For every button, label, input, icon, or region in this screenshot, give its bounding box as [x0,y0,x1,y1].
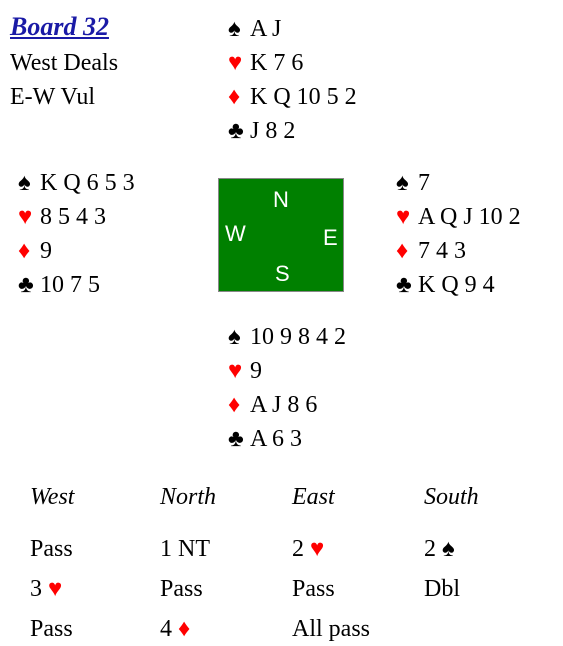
diamond-icon: ♦ [228,392,241,418]
heart-icon: ♥ [48,576,63,602]
diamond-icon: ♦ [18,238,31,264]
header-south: South [424,484,479,510]
bid-cell: Pass [30,536,73,562]
heart-icon: ♥ [228,358,243,384]
south-spades: ♠10 9 8 4 2 [228,320,346,354]
club-icon: ♣ [228,426,244,452]
east-diamonds: ♦7 4 3 [396,234,466,268]
compass-west: W [225,221,246,246]
bid-cell: Dbl [424,576,460,602]
north-diamonds: ♦K Q 10 5 2 [228,80,357,114]
west-clubs: ♣10 7 5 [18,268,100,302]
spade-icon: ♠ [442,536,455,562]
compass-south: S [275,261,290,286]
heart-icon: ♥ [228,50,243,76]
board-link[interactable]: Board 32 [10,12,109,41]
north-spades: ♠A J [228,12,281,46]
dealer-text: West Deals [10,50,119,76]
south-diamonds: ♦A J 8 6 [228,388,317,422]
bid-cell: 2 ♠ [424,536,455,562]
bid-cell: 3 ♥ [30,576,63,602]
spade-icon: ♠ [228,324,241,350]
heart-icon: ♥ [310,536,325,562]
south-clubs: ♣A 6 3 [228,422,302,456]
diamond-icon: ♦ [178,616,191,642]
compass-box: N W E S [218,178,344,292]
club-icon: ♣ [18,272,34,298]
west-diamonds: ♦9 [18,234,52,268]
heart-icon: ♥ [18,204,33,230]
header-north: North [160,484,217,510]
east-clubs: ♣K Q 9 4 [396,268,495,302]
north-hearts: ♥K 7 6 [228,46,303,80]
club-icon: ♣ [228,118,244,144]
bid-cell: Pass [30,616,73,642]
bid-cell: 1 NT [160,536,210,562]
vulnerability-text: E-W Vul [10,84,95,110]
bid-cell: All pass [292,616,370,642]
compass-east: E [323,225,338,250]
header-east: East [292,484,335,510]
bid-cell: Pass [292,576,335,602]
spade-icon: ♠ [396,170,409,196]
header-west: West [30,484,75,510]
south-hearts: ♥9 [228,354,262,388]
compass-north: N [273,187,289,212]
diamond-icon: ♦ [396,238,409,264]
heart-icon: ♥ [396,204,411,230]
club-icon: ♣ [396,272,412,298]
west-hearts: ♥8 5 4 3 [18,200,106,234]
spade-icon: ♠ [228,16,241,42]
west-spades: ♠K Q 6 5 3 [18,166,135,200]
bid-cell: 4 ♦ [160,616,191,642]
east-hearts: ♥A Q J 10 2 [396,200,521,234]
bid-cell: 2 ♥ [292,536,325,562]
spade-icon: ♠ [18,170,31,196]
bid-cell: Pass [160,576,203,602]
diamond-icon: ♦ [228,84,241,110]
east-spades: ♠7 [396,166,430,200]
north-clubs: ♣J 8 2 [228,114,295,148]
